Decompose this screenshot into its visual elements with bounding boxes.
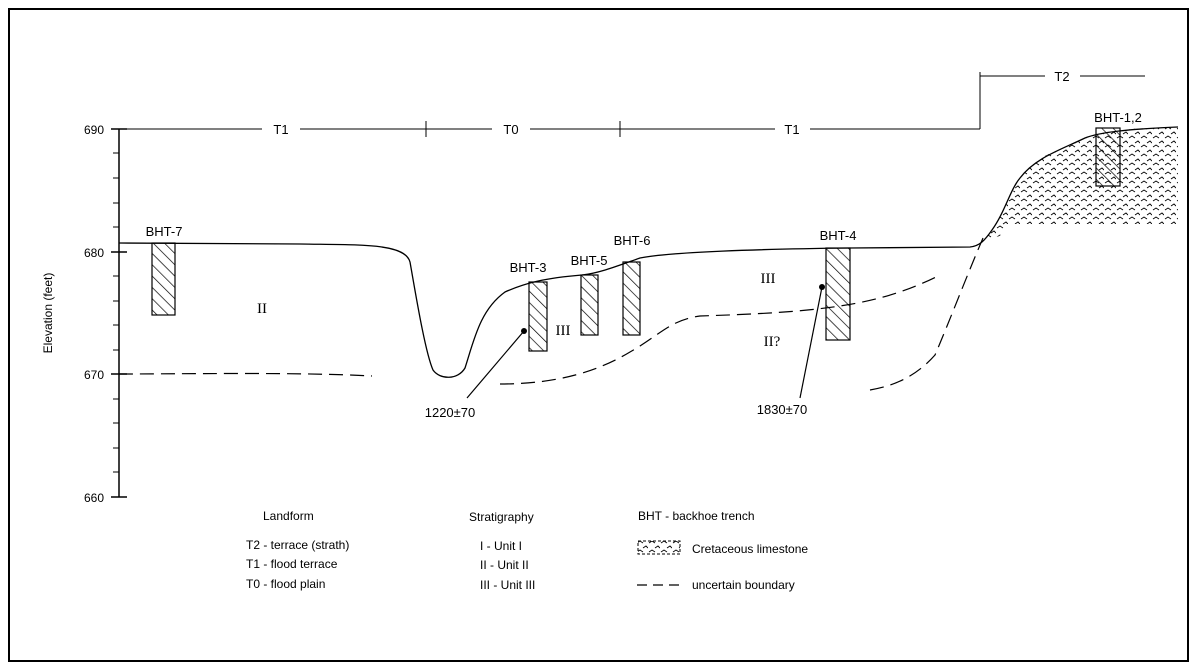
legend-stratigraphy-title: Stratigraphy [469, 510, 534, 524]
landform-label-t2: T2 [1054, 69, 1069, 84]
landform-label-t1-left: T1 [273, 122, 288, 137]
legend-landform-t2: T2 - terrace (strath) [246, 538, 349, 552]
label-bht-3: BHT-3 [510, 260, 547, 275]
date-1220: 1220±70 [425, 405, 476, 420]
legend-strat-ii: II - Unit II [480, 558, 529, 572]
unit-label-ii-uncertain: II? [764, 334, 781, 350]
tick-680: 680 [84, 246, 104, 260]
date-1830: 1830±70 [757, 402, 808, 417]
legend-landform-title: Landform [263, 509, 314, 523]
legend: Landform T2 - terrace (strath) T1 - floo… [246, 509, 808, 592]
limestone-area [983, 127, 1178, 240]
legend-bht-title: BHT - backhoe trench [638, 509, 755, 523]
legend-landform-t1: T1 - flood terrace [246, 557, 338, 571]
unit-label-iii-middle: III [556, 323, 571, 339]
trench-bht-5 [580, 274, 599, 336]
label-bht-7: BHT-7 [146, 224, 183, 239]
legend-boundary: uncertain boundary [692, 578, 795, 592]
landform-label-t0: T0 [503, 122, 518, 137]
trench-bht-7 [151, 242, 176, 316]
label-bht-1-2: BHT-1,2 [1094, 110, 1142, 125]
tick-660: 660 [84, 491, 104, 505]
landform-label-t1-right: T1 [784, 122, 799, 137]
y-axis-label: Elevation (feet) [41, 273, 55, 354]
trench-labels: BHT-7 BHT-3 BHT-5 BHT-6 BHT-4 BHT-1,2 [146, 110, 1142, 275]
trench-bht-3 [528, 281, 548, 352]
legend-landform-t0: T0 - flood plain [246, 577, 325, 591]
uncertain-boundaries [118, 237, 984, 391]
figure-frame [8, 8, 1189, 662]
unit-labels: II III III II? [257, 271, 781, 350]
date-annotations: 1220±70 1830±70 [425, 284, 825, 420]
label-bht-5: BHT-5 [571, 253, 608, 268]
trenches [151, 127, 1121, 352]
trench-bht-6 [622, 261, 641, 336]
unit-label-iii-right: III [761, 271, 776, 287]
unit-label-ii-left: II [257, 301, 267, 317]
tick-690: 690 [84, 123, 104, 137]
landform-bar: T1 T0 T1 T2 [119, 69, 1145, 137]
ground-surface [118, 126, 1179, 378]
trench-bht-4 [825, 247, 851, 341]
legend-limestone: Cretaceous limestone [692, 542, 808, 556]
legend-strat-iii: III - Unit III [480, 578, 535, 592]
limestone-swatch [637, 540, 681, 555]
trench-bht-1-2 [1095, 127, 1121, 187]
label-bht-6: BHT-6 [614, 233, 651, 248]
y-axis: 690 680 670 660 Elevation (feet) [41, 123, 127, 505]
label-bht-4: BHT-4 [820, 228, 857, 243]
legend-strat-i: I - Unit I [480, 539, 522, 553]
tick-670: 670 [84, 368, 104, 382]
